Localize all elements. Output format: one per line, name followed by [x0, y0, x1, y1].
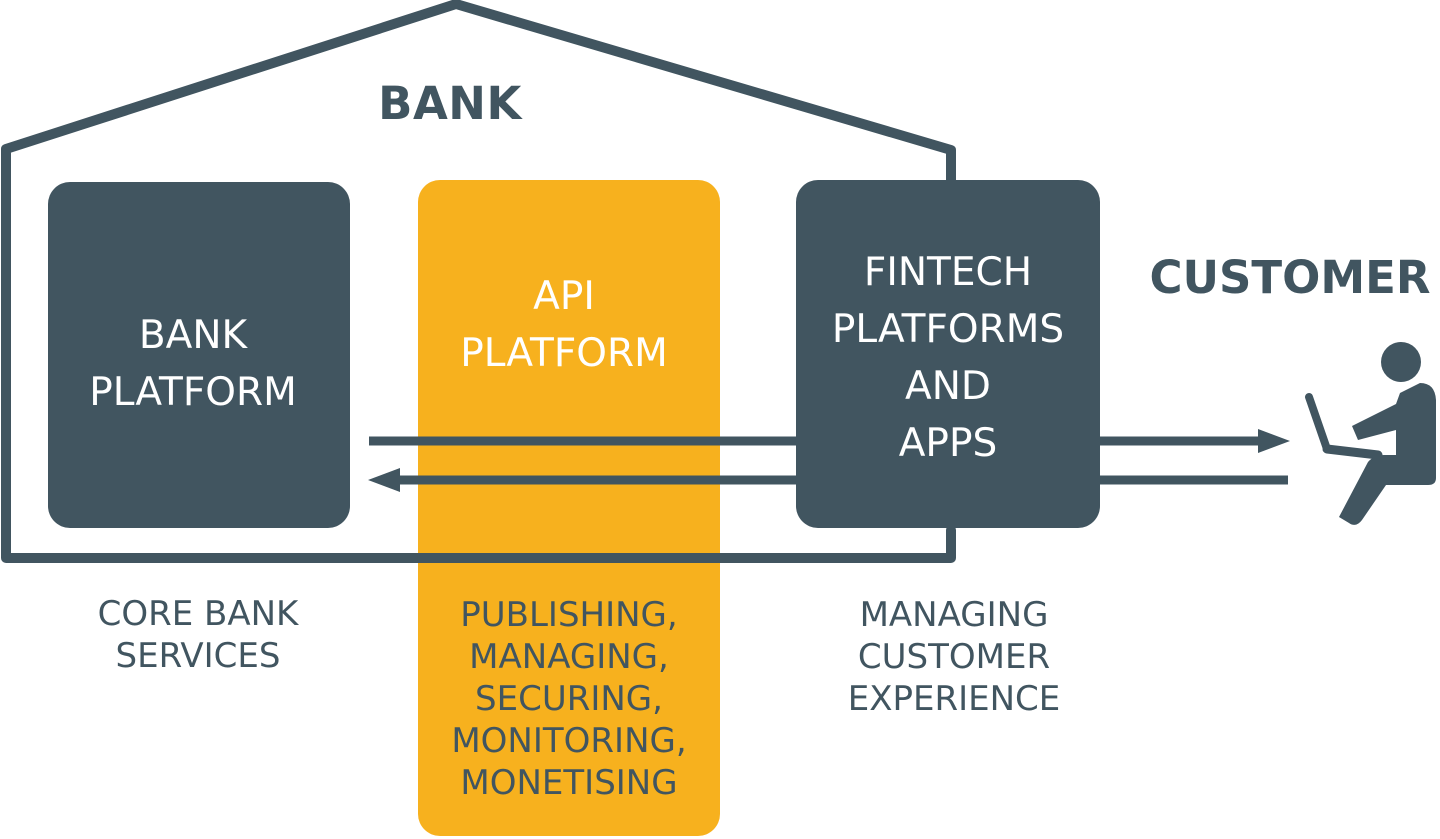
bank-platform-caption: CORE BANK SERVICES	[97, 594, 299, 676]
api-platform-caption: PUBLISHING, MANAGING, SECURING, MONITORI…	[451, 595, 687, 803]
customer-title: CUSTOMER	[1149, 251, 1431, 304]
bank-house-outline	[1, 0, 956, 563]
fintech-caption: MANAGING CUSTOMER EXPERIENCE	[847, 595, 1061, 719]
bank-title: BANK	[378, 77, 522, 130]
fintech-platforms-box	[796, 180, 1100, 528]
api-platform-column	[418, 180, 720, 836]
bank-platform-label: BANK PLATFORM	[89, 313, 297, 415]
bank-platform-box	[48, 182, 350, 528]
fintech-platforms-label: FINTECH PLATFORMS AND APPS	[831, 250, 1065, 466]
api-platform-label: API PLATFORM	[460, 274, 668, 376]
person-with-laptop-icon	[1305, 342, 1436, 525]
